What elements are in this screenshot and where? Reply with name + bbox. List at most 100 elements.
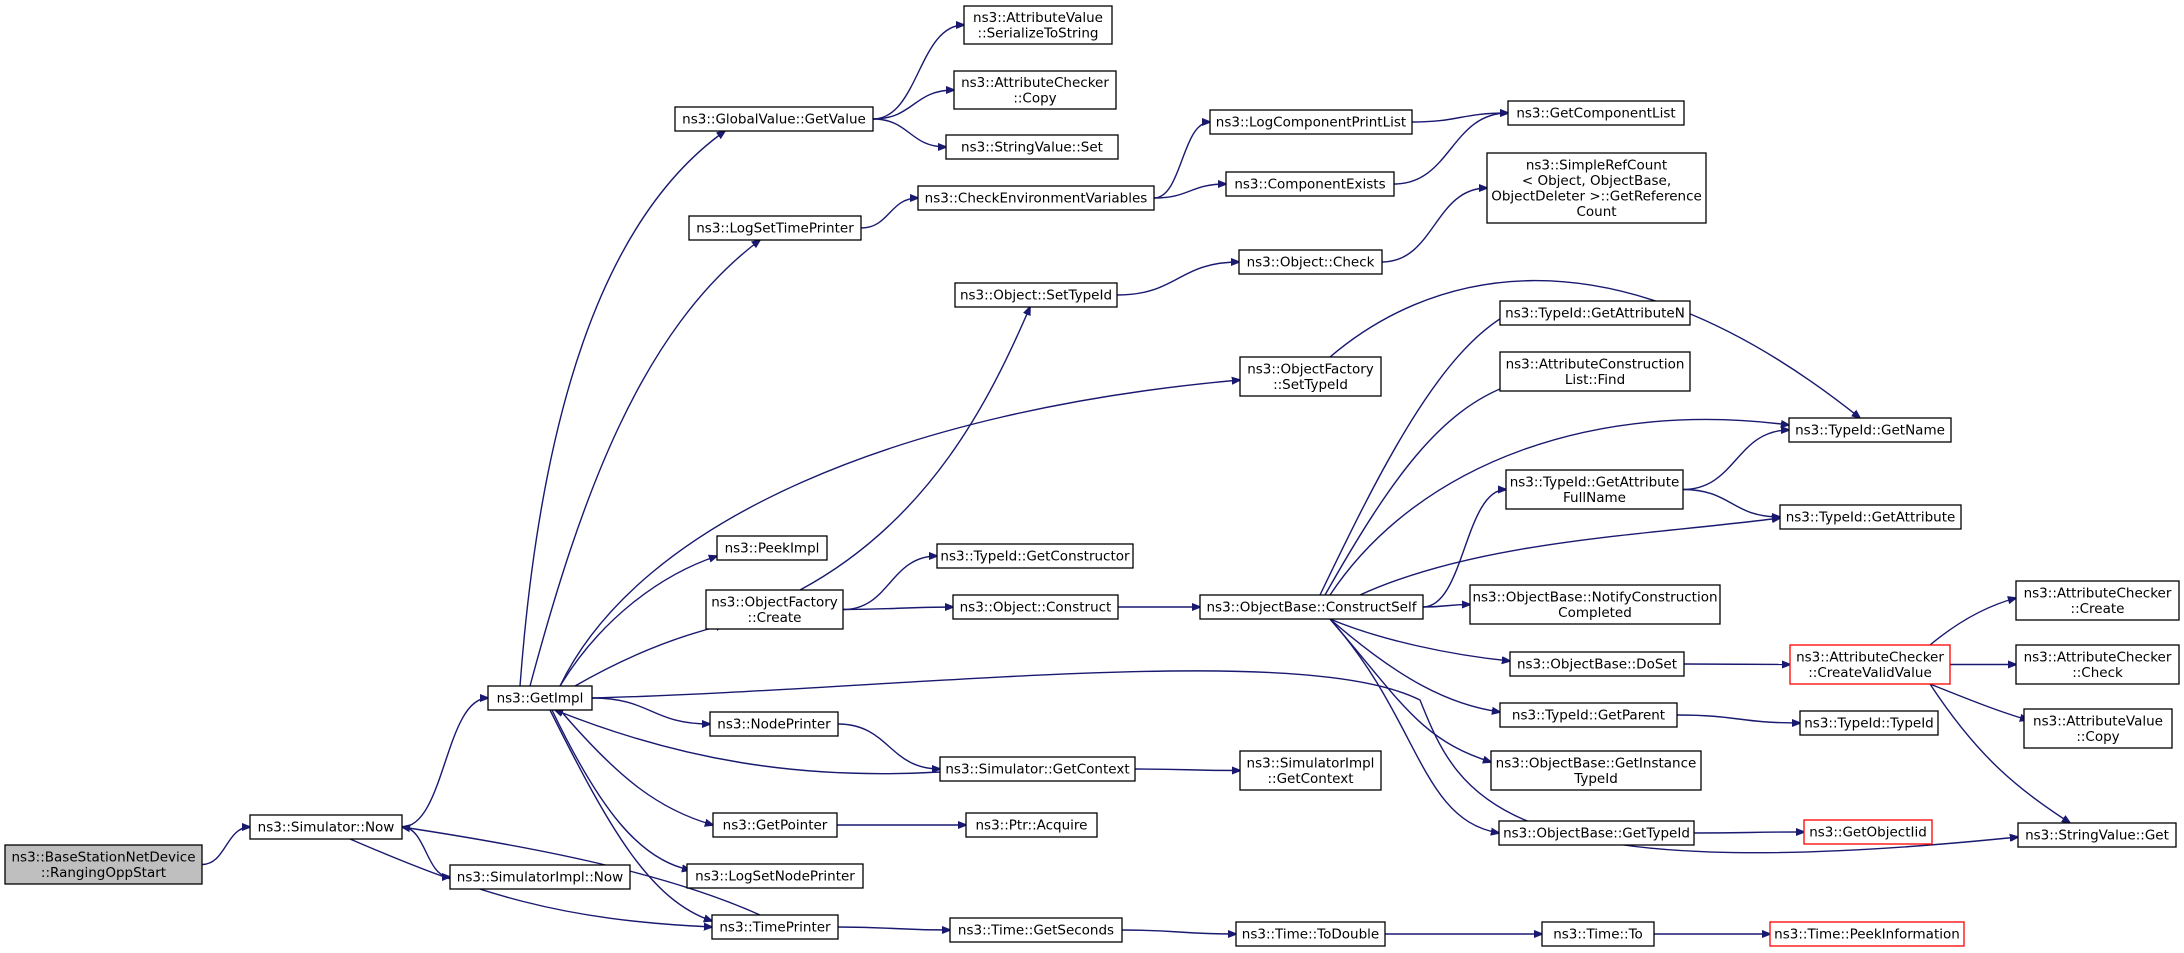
node-time-getseconds[interactable]: ns3::Time::GetSeconds [949, 917, 1123, 943]
node-ac-createvalid[interactable]: ns3::AttributeChecker::CreateValidValue [1789, 644, 1951, 685]
node-tid-getname[interactable]: ns3::TypeId::GetName [1788, 417, 1952, 443]
node-getpointer[interactable]: ns3::GetPointer [712, 812, 838, 838]
node-check-env[interactable]: ns3::CheckEnvironmentVariables [917, 185, 1155, 211]
node-sim-getcontext[interactable]: ns3::Simulator::GetContext [939, 756, 1136, 782]
node-label: ns3::ObjectBase::GetTypeId [1503, 826, 1690, 842]
node-object-settypeid[interactable]: ns3::Object::SetTypeId [954, 282, 1118, 308]
call-edge [555, 710, 941, 775]
call-edge [872, 90, 954, 120]
node-ob-gettypeid[interactable]: ns3::ObjectBase::GetTypeId [1498, 820, 1695, 846]
node-label: ::SetTypeId [1273, 377, 1348, 393]
node-simple-refcount[interactable]: ns3::SimpleRefCount< Object, ObjectBase,… [1486, 152, 1707, 224]
call-edge [559, 709, 713, 825]
node-object-construct[interactable]: ns3::Object::Construct [952, 594, 1119, 620]
call-edge [1329, 618, 1510, 661]
node-label: TypeId [1573, 771, 1618, 787]
node-label: ns3::AttributeChecker [2024, 585, 2172, 601]
node-box [2023, 708, 2173, 749]
node-root[interactable]: ns3::BaseStationNetDevice::RangingOppSta… [4, 844, 203, 885]
node-av-copy[interactable]: ns3::AttributeValue::Copy [2023, 708, 2173, 749]
node-box [711, 914, 839, 940]
node-label: ns3::CheckEnvironmentVariables [925, 191, 1148, 207]
call-edge [349, 838, 712, 927]
node-label: Completed [1558, 605, 1632, 621]
node-object-check[interactable]: ns3::Object::Check [1238, 249, 1383, 275]
node-log-comp-printlist[interactable]: ns3::LogComponentPrintList [1209, 109, 1413, 135]
node-label: ns3::ObjectBase::ConstructSelf [1207, 600, 1418, 616]
node-tid-getattrn[interactable]: ns3::TypeId::GetAttributeN [1499, 300, 1691, 326]
call-edge [1393, 113, 1508, 185]
node-tid-getattr[interactable]: ns3::TypeId::GetAttribute [1779, 504, 1962, 530]
node-box [1498, 820, 1695, 846]
node-box [936, 543, 1134, 569]
node-label: ns3::TypeId::GetAttributeN [1505, 306, 1685, 322]
node-comp-exists[interactable]: ns3::ComponentExists [1225, 171, 1395, 197]
node-sv-set[interactable]: ns3::StringValue::Set [945, 134, 1119, 160]
call-edge [1693, 832, 1804, 833]
node-box [965, 812, 1098, 838]
node-ob-constructself[interactable]: ns3::ObjectBase::ConstructSelf [1199, 594, 1424, 620]
node-ob-doset[interactable]: ns3::ObjectBase::DoSet [1509, 651, 1685, 677]
node-box [2015, 644, 2180, 685]
node-get-comp-list[interactable]: ns3::GetComponentList [1507, 100, 1685, 126]
node-av-serialize[interactable]: ns3::AttributeValue::SerializeToString [963, 5, 1113, 45]
node-label: ns3::AttributeValue [973, 10, 1103, 26]
node-log-set-node-printer[interactable]: ns3::LogSetNodePrinter [686, 863, 864, 889]
node-ptr-acquire[interactable]: ns3::Ptr::Acquire [965, 812, 1098, 838]
node-box [1225, 171, 1395, 197]
node-time-peekinfo[interactable]: ns3::Time::PeekInformation [1769, 921, 1965, 947]
node-box [1486, 152, 1707, 224]
node-label: ns3::GlobalValue::GetValue [682, 112, 866, 128]
node-box [1238, 249, 1383, 275]
call-edge [591, 670, 2018, 854]
node-tid-typeid[interactable]: ns3::TypeId::TypeId [1799, 710, 1939, 736]
node-getimpl[interactable]: ns3::GetImpl [487, 685, 593, 711]
node-label: ns3::ComponentExists [1234, 177, 1385, 193]
call-edge [1329, 618, 1500, 712]
node-ac-create[interactable]: ns3::AttributeChecker::Create [2015, 580, 2180, 621]
node-gv-getvalue[interactable]: ns3::GlobalValue::GetValue [674, 106, 874, 132]
node-ob-notify[interactable]: ns3::ObjectBase::NotifyConstructionCompl… [1469, 584, 1721, 625]
call-edge [201, 827, 250, 866]
node-box [953, 70, 1117, 110]
node-simimpl-now[interactable]: ns3::SimulatorImpl::Now [449, 864, 631, 890]
call-edge [549, 709, 712, 921]
call-edge [559, 556, 717, 687]
node-time-to[interactable]: ns3::Time::To [1541, 921, 1655, 947]
node-ac-check[interactable]: ns3::AttributeChecker::Check [2015, 644, 2180, 685]
node-getobjectiid[interactable]: ns3::GetObjectIid [1803, 819, 1933, 845]
node-time-todouble[interactable]: ns3::Time::ToDouble [1235, 921, 1386, 947]
node-simimpl-getcontext[interactable]: ns3::SimulatorImpl::GetContext [1239, 750, 1382, 791]
call-edge [1329, 618, 1499, 833]
node-sv-get[interactable]: ns3::StringValue::Get [2017, 822, 2177, 848]
node-label: ns3::Object::SetTypeId [960, 288, 1112, 304]
node-of-create[interactable]: ns3::ObjectFactory::Create [705, 589, 844, 630]
call-edge [1329, 418, 1789, 596]
node-label: ::RangingOppStart [41, 865, 166, 881]
node-label: List::Find [1565, 372, 1625, 388]
node-label: ns3::GetImpl [497, 691, 584, 707]
node-ac-copy[interactable]: ns3::AttributeChecker::Copy [953, 70, 1117, 110]
node-label: ns3::ObjectBase::NotifyConstruction [1472, 589, 1717, 605]
node-label: < Object, ObjectBase, [1522, 173, 1671, 189]
node-label: ns3::ObjectBase::DoSet [1517, 657, 1677, 673]
node-nodeprinter[interactable]: ns3::NodePrinter [709, 711, 839, 737]
node-tid-getparent[interactable]: ns3::TypeId::GetParent [1499, 702, 1678, 728]
node-box [1505, 469, 1684, 510]
node-box [487, 685, 593, 711]
node-label: ns3::ObjectFactory [711, 594, 838, 610]
node-peekimpl[interactable]: ns3::PeekImpl [716, 535, 828, 561]
node-timeprinter[interactable]: ns3::TimePrinter [711, 914, 839, 940]
node-sim-now[interactable]: ns3::Simulator::Now [249, 814, 403, 840]
node-of-settypeid[interactable]: ns3::ObjectFactory::SetTypeId [1239, 356, 1382, 397]
node-label: FullName [1563, 490, 1626, 506]
node-label: ::CreateValidValue [1808, 665, 1932, 681]
node-tid-getconstructor[interactable]: ns3::TypeId::GetConstructor [936, 543, 1134, 569]
call-edge [529, 240, 760, 687]
node-log-set-time-printer[interactable]: ns3::LogSetTimePrinter [688, 215, 862, 241]
call-edge [837, 723, 940, 769]
